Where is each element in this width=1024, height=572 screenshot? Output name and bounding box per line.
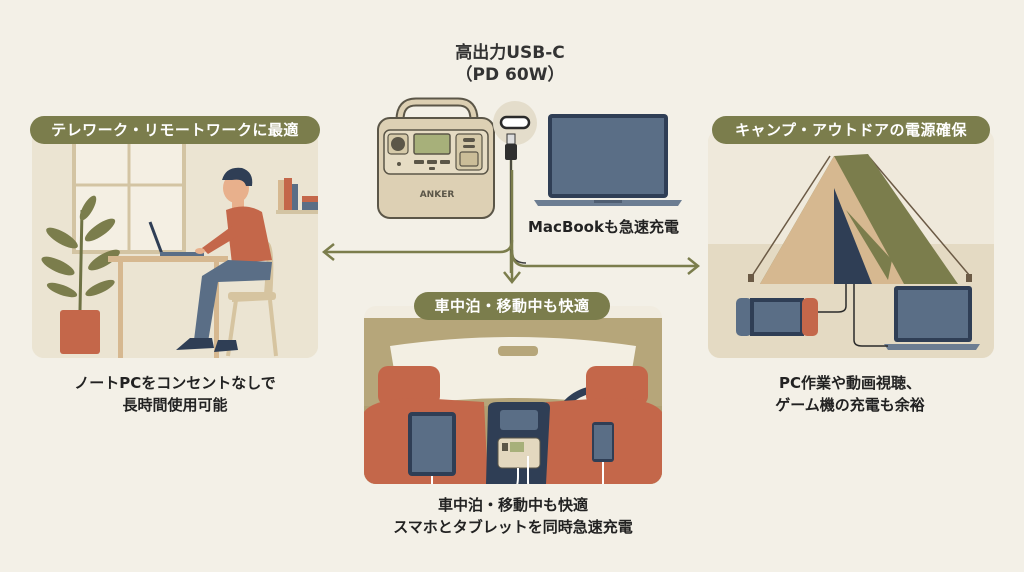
arrow-down-icon xyxy=(503,271,521,285)
telework-caption-line1: ノートPCをコンセントなしで xyxy=(74,374,276,392)
power-station-icon xyxy=(377,97,495,219)
camp-caption-line1: PC作業や動画視聴、 xyxy=(778,374,921,392)
camp-caption-line2: ゲーム機の充電も余裕 xyxy=(775,396,925,414)
car-label: 車中泊・移動中も快適 xyxy=(414,292,610,320)
telework-caption: ノートPCをコンセントなしで 長時間使用可能 xyxy=(40,372,310,416)
usb-c-port-icon xyxy=(499,115,531,130)
telework-label: テレワーク・リモートワークに最適 xyxy=(30,116,320,144)
macbook-illustration xyxy=(532,112,684,212)
arrow-right-icon xyxy=(687,257,701,275)
car-caption-line1: 車中泊・移動中も快適 xyxy=(437,496,588,514)
brand-label: ANKER xyxy=(419,190,455,200)
hub-title-line1: 高出力USB-C xyxy=(455,43,565,63)
car-panel xyxy=(364,306,662,484)
car-caption-line2: スマホとタブレットを同時急速充電 xyxy=(393,518,633,536)
game-console-icon xyxy=(736,298,818,336)
left-headrest xyxy=(378,366,440,406)
arrow-left-icon xyxy=(321,243,335,261)
car-caption: 車中泊・移動中も快適 スマホとタブレットを同時急速充電 xyxy=(364,494,662,538)
camp-laptop-icon xyxy=(884,286,980,350)
camping-illustration xyxy=(708,130,994,358)
car-interior-illustration xyxy=(364,318,662,484)
hub-title: 高出力USB-C （PD 60W） xyxy=(410,42,610,86)
telework-illustration xyxy=(32,130,318,358)
usb-c-plug-icon xyxy=(505,144,517,160)
right-headrest xyxy=(586,366,648,406)
camp-label: キャンプ・アウトドアの電源確保 xyxy=(712,116,990,144)
telework-caption-line2: 長時間使用可能 xyxy=(122,396,228,414)
camp-panel xyxy=(708,130,994,358)
power-station-illustration: ANKER xyxy=(372,94,502,222)
telework-panel xyxy=(32,130,318,358)
rear-view-mirror xyxy=(498,346,538,356)
macbook-caption: MacBookも急速充電 xyxy=(528,218,679,236)
hub-title-line2: （PD 60W） xyxy=(455,65,565,85)
laptop-icon xyxy=(534,114,682,206)
camp-caption: PC作業や動画視聴、 ゲーム機の充電も余裕 xyxy=(720,372,980,416)
